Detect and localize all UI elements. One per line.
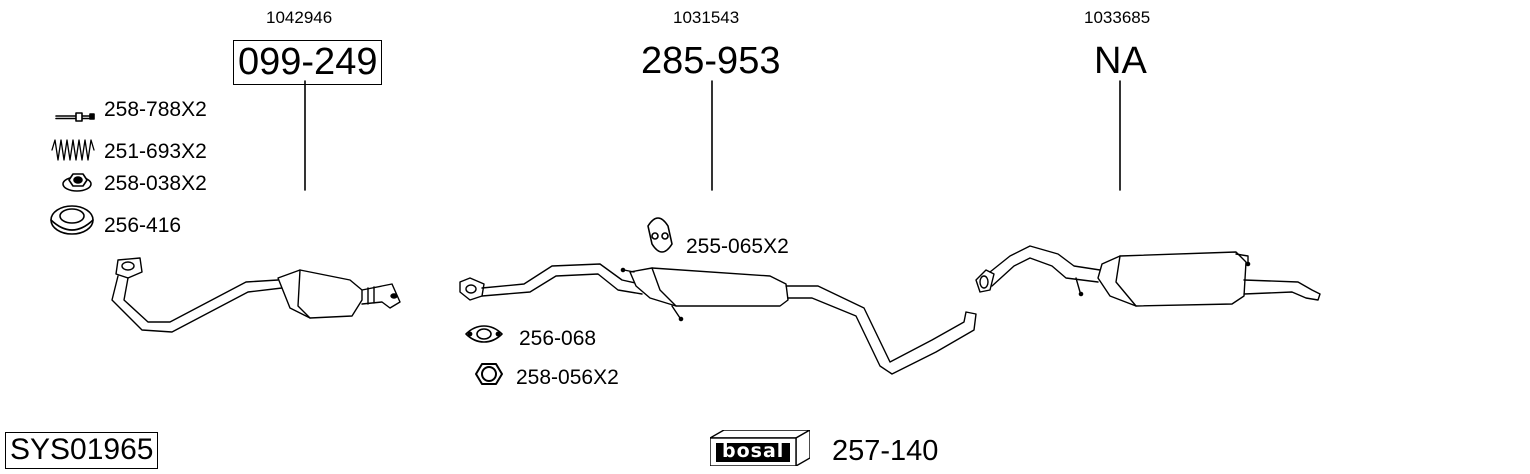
part-number-middle-silencer: 285-953 — [641, 40, 781, 82]
hex-nut-icon — [475, 363, 503, 385]
rubber-hanger-icon — [647, 217, 673, 253]
rear-pipe-silencer — [975, 245, 1321, 307]
bosal-logo-text: bosal — [722, 440, 785, 462]
brand-code: 257-140 — [832, 435, 939, 467]
ref-number-2: 1031543 — [673, 8, 740, 27]
part-number-catalyst: 099-249 — [233, 40, 383, 85]
label-gasket: 256-068 — [519, 327, 597, 350]
label-hex-nut: 258-056X2 — [516, 366, 619, 389]
ref-number-3: 1033685 — [1084, 8, 1151, 27]
label-spring: 251-693X2 — [104, 140, 207, 163]
bosal-logo: bosal — [710, 430, 810, 466]
system-id: SYS01965 — [5, 432, 159, 469]
part-number-rear-silencer: NA — [1094, 40, 1147, 82]
sealing-ring-icon — [50, 205, 94, 235]
bolt-icon — [55, 112, 95, 122]
front-pipe-catalyst — [111, 257, 401, 333]
spring-icon — [51, 139, 95, 161]
ref-number-1: 1042946 — [266, 8, 333, 27]
flange-nut-icon — [62, 173, 92, 192]
label-bolt: 258-788X2 — [104, 98, 207, 121]
middle-pipe-silencer — [459, 263, 977, 375]
label-hanger: 255-065X2 — [686, 235, 789, 258]
gasket-icon — [465, 325, 503, 343]
label-ring: 256-416 — [104, 214, 182, 237]
label-flange-nut: 258-038X2 — [104, 172, 207, 195]
